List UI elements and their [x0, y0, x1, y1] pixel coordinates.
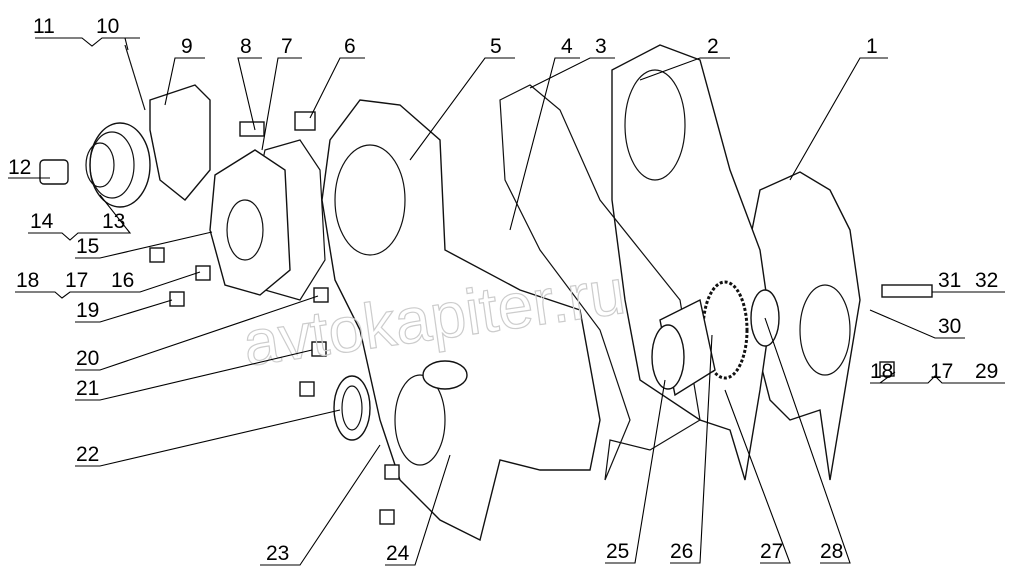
leader-2 [639, 57, 730, 81]
plate-bore [226, 199, 264, 261]
leader-lines [8, 37, 1005, 566]
leader-4 [509, 57, 580, 231]
label-30: 30 [938, 315, 961, 338]
label-29: 29 [975, 360, 998, 383]
label-26: 26 [670, 540, 693, 563]
plate-hole [799, 284, 851, 376]
idler-gear [701, 280, 749, 380]
leader-20 [75, 295, 319, 371]
cover-bore [334, 144, 406, 256]
parts-drawing [39, 44, 933, 542]
leader-19 [75, 299, 173, 323]
label-32: 32 [975, 269, 998, 292]
leader-7 [261, 57, 302, 151]
label-25: 25 [606, 540, 629, 563]
timing-cover [321, 99, 601, 542]
leader-9 [164, 57, 205, 106]
pulley-bolt [39, 159, 69, 185]
leader-26 [670, 334, 713, 564]
spacer-8 [239, 121, 265, 137]
label-5: 5 [490, 35, 502, 58]
label-13: 13 [102, 210, 125, 233]
label-18-right: 18 [870, 360, 893, 383]
label-12: 12 [8, 156, 31, 179]
bolt-31 [881, 284, 933, 298]
leader-30 [869, 309, 965, 339]
part-labels: 11 10 9 8 7 6 5 4 3 2 1 12 14 13 15 18 1… [8, 15, 998, 565]
leader-18-17-16 [15, 271, 201, 299]
label-20: 20 [76, 347, 99, 370]
leader-22 [75, 409, 341, 467]
leader-11-10 [35, 37, 140, 51]
label-17-right: 17 [930, 360, 953, 383]
gear-hub-face [651, 324, 685, 390]
bolt [299, 381, 315, 397]
leader-14-13 [28, 194, 132, 241]
label-1: 1 [866, 35, 878, 58]
leader-3 [529, 57, 615, 89]
label-22: 22 [76, 443, 99, 466]
label-10: 10 [96, 15, 119, 38]
oil-seal-inner [341, 385, 363, 431]
bolts [124, 44, 933, 525]
nut-29 [879, 361, 895, 377]
label-19: 19 [76, 299, 99, 322]
label-16: 16 [111, 269, 134, 292]
label-9: 9 [181, 35, 193, 58]
bolt [384, 464, 400, 480]
label-7: 7 [281, 35, 293, 58]
filler-cap [422, 360, 468, 390]
pulley [89, 122, 151, 208]
label-2: 2 [707, 35, 719, 58]
gasket-3 [499, 84, 701, 481]
pulley-groove [89, 131, 135, 199]
bolt [311, 341, 327, 357]
label-4: 4 [561, 35, 573, 58]
label-11: 11 [33, 15, 55, 38]
label-3: 3 [595, 35, 607, 58]
oil-seal [333, 375, 371, 441]
cover-bore-lower [394, 374, 446, 466]
label-18: 18 [16, 269, 39, 292]
leader-23 [260, 444, 381, 566]
gasket-hole [624, 69, 686, 181]
bolt [379, 509, 395, 525]
stud-10 [124, 44, 146, 111]
leader-25 [605, 379, 666, 564]
label-6: 6 [344, 35, 356, 58]
leader-8 [237, 57, 262, 131]
label-21: 21 [76, 377, 99, 400]
bolt [169, 291, 185, 307]
label-8: 8 [240, 35, 252, 58]
label-15: 15 [76, 235, 99, 258]
label-28: 28 [820, 540, 843, 563]
leader-28 [764, 317, 851, 564]
label-17: 17 [65, 269, 88, 292]
pulley-hub [85, 142, 115, 188]
leader-1 [789, 57, 888, 181]
bolt [149, 247, 165, 263]
leader-5 [409, 57, 515, 161]
label-23: 23 [266, 542, 289, 565]
label-14: 14 [30, 210, 54, 233]
leader-6 [309, 57, 365, 119]
label-27: 27 [760, 540, 783, 563]
label-31: 31 [938, 269, 961, 292]
leader-21 [75, 349, 313, 401]
gasket-2 [611, 44, 771, 481]
leader-15 [75, 231, 213, 259]
leader-18-17-29 [870, 371, 1005, 384]
leader-24 [385, 454, 451, 566]
bracket [149, 84, 211, 201]
leader-27 [724, 389, 791, 564]
bolt [313, 287, 329, 303]
dowel-6 [294, 111, 316, 131]
label-24: 24 [386, 542, 410, 565]
front-plate [209, 149, 291, 296]
